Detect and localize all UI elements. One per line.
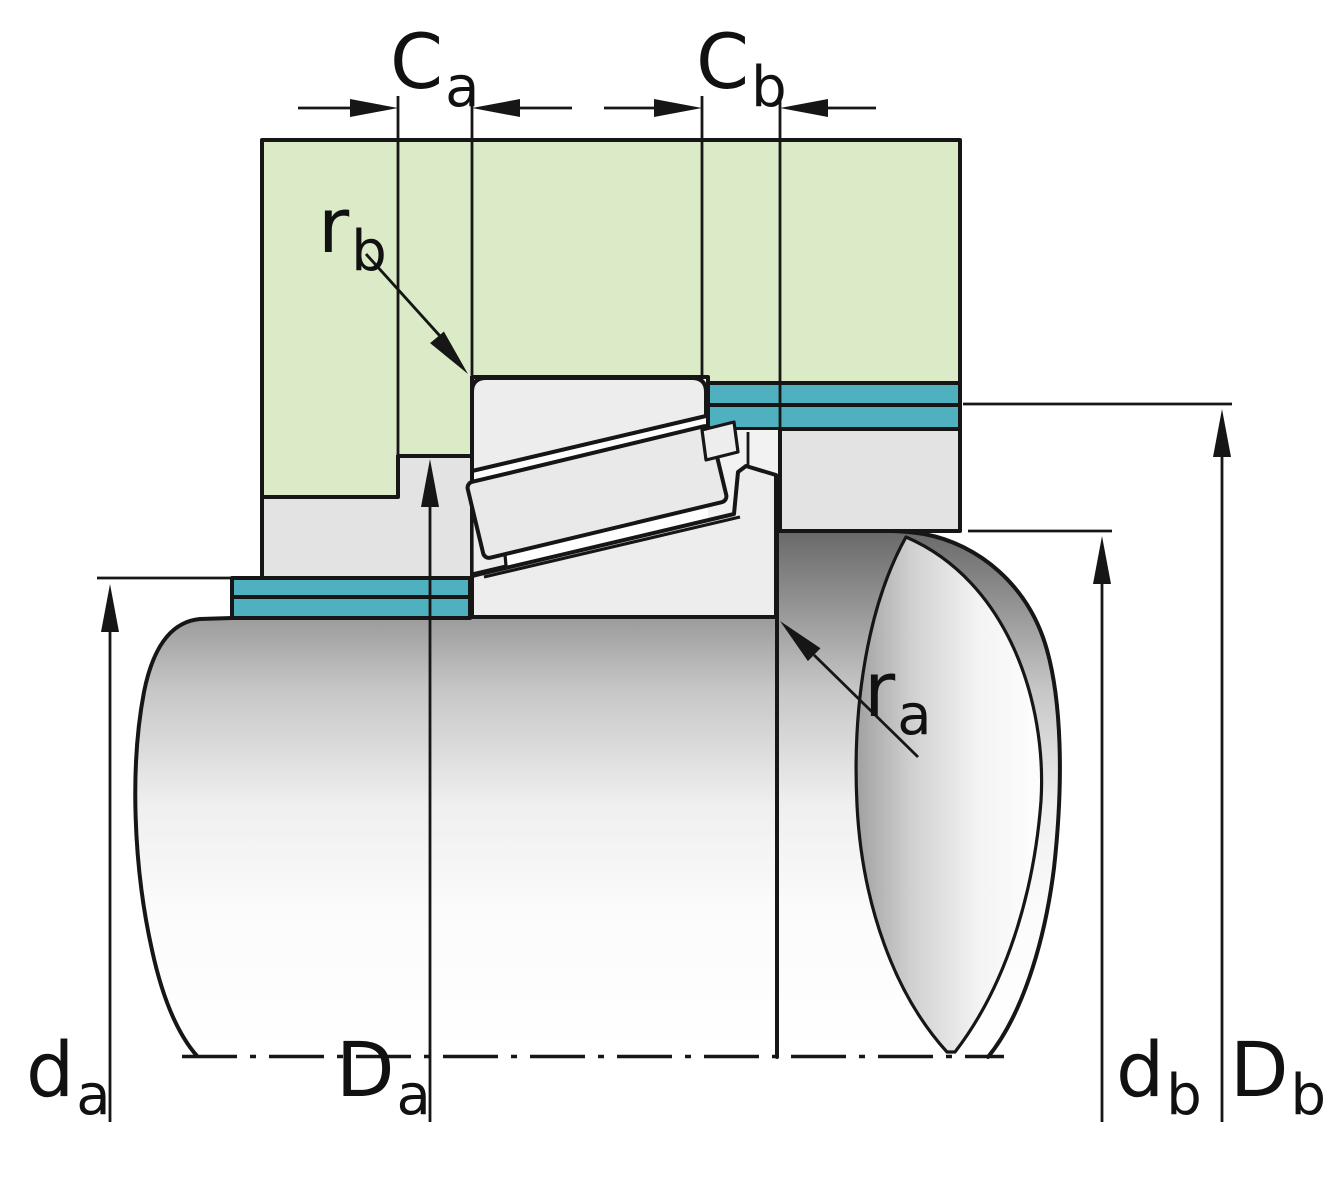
ra-arrowhead [780,621,821,662]
housing-abutment-block [778,427,962,533]
ca-arrow-right [472,99,520,117]
label-Db: Db [1230,1025,1326,1128]
Db-arrowhead [1213,409,1231,457]
bearing-cage-line [483,515,741,579]
label-ca: Ca [390,17,479,120]
dimension-Db: Db [963,402,1326,1128]
label-ra: ra [864,645,932,748]
label-da: da [26,1025,111,1128]
label-cb: Cb [696,17,787,120]
ca-arrow-left [350,99,398,117]
label-rb: rb [318,181,387,284]
dimension-ra: ra [780,621,932,758]
db-arrowhead [1093,536,1111,584]
bearing-outer-ring [470,376,708,473]
label-db: db [1116,1025,1202,1128]
dimension-Da: Da [336,459,439,1128]
shaft-shoulder-fillet [854,535,1044,1054]
cb-arrow-right [780,99,828,117]
rb-leader-line [364,253,442,337]
bearing-cage-tab [700,420,740,462]
dimension-db: db [968,529,1202,1128]
dimension-da: da [26,576,231,1128]
bearing-inner-ring [470,464,778,619]
ra-leader-line [813,654,919,758]
rb-arrowhead [430,331,468,374]
dimension-rb: rb [318,181,468,374]
shaft-body [135,530,1060,1057]
da-arrowhead [101,584,119,632]
shaft-left-profile [133,616,234,1058]
bearing-roller [465,424,729,560]
dimension-ca: Ca [298,17,572,454]
Da-arrowhead [421,459,439,507]
label-Da: Da [336,1025,431,1128]
dimension-cb: Cb [604,17,876,428]
cb-arrow-left [654,99,702,117]
